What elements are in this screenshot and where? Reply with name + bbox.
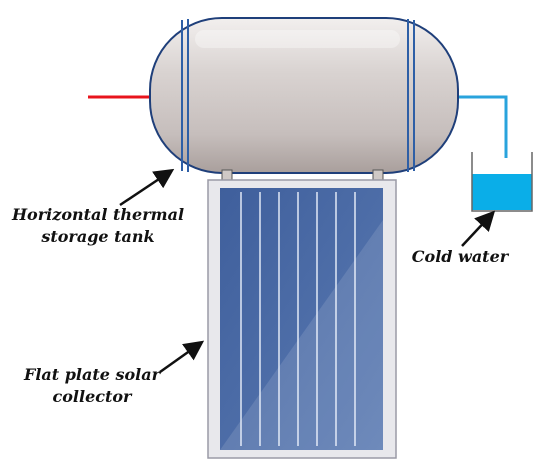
tank-label-line-2: storage tank [41,227,155,246]
collector-label-line-2: collector [52,387,132,406]
water-container-icon [471,152,533,212]
tank-arrow [119,168,175,207]
solar-collector-icon [207,179,397,459]
cold-water-label-text: Cold water [411,247,509,266]
collector-arrow [159,340,205,374]
cold-water-pipe [456,95,508,158]
collector-label: Flat plate solar collector [2,364,182,408]
cold-water-label: Cold water [405,246,515,268]
storage-tank-icon [149,17,459,174]
tank-label-line-1: Horizontal thermal [11,205,185,224]
tank-label: Horizontal thermal storage tank [8,204,188,248]
cold-water-arrow [461,210,496,247]
collector-label-line-1: Flat plate solar [23,365,161,384]
